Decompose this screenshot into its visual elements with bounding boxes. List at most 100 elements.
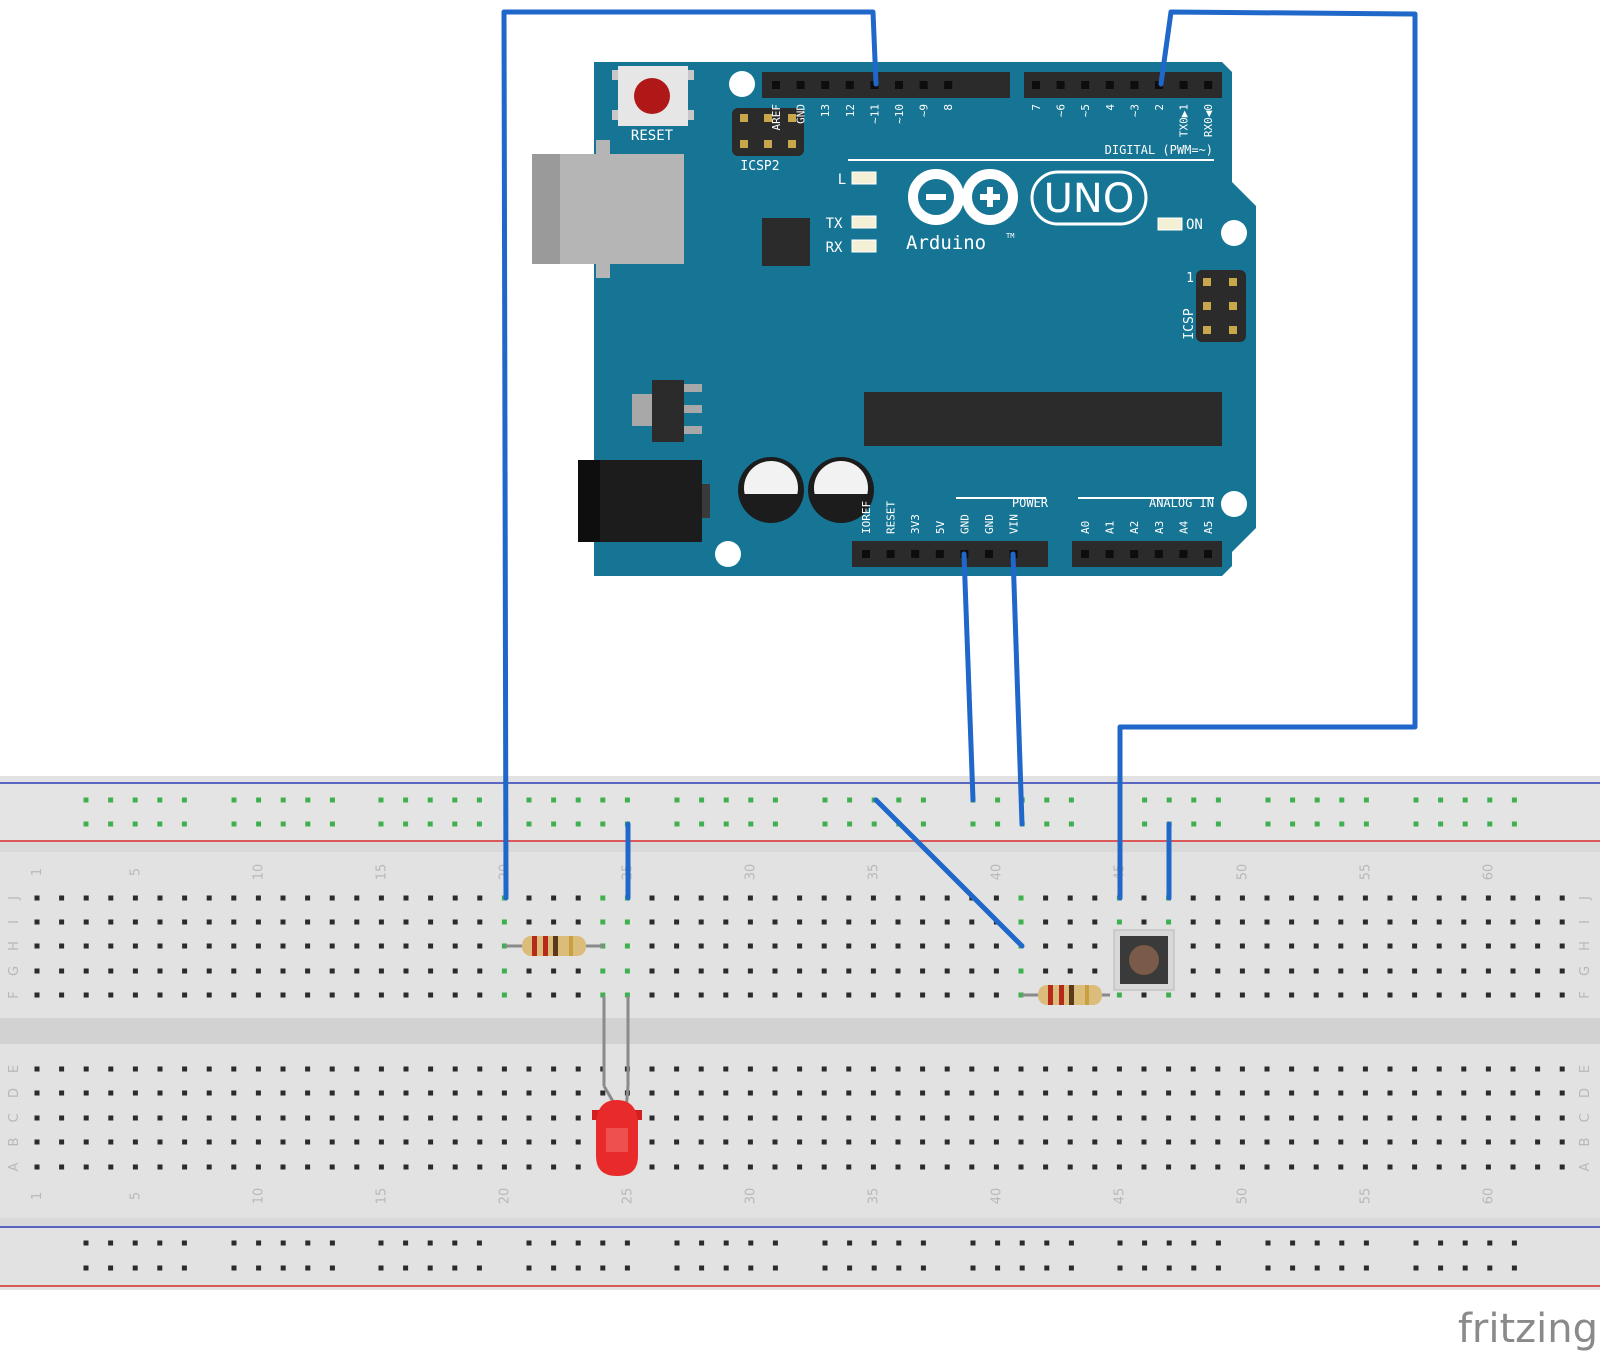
breadboard-hole [1116, 992, 1122, 998]
breadboard-hole [428, 1164, 434, 1170]
pin-label: IOREF [860, 501, 873, 534]
breadboard-hole [698, 895, 704, 901]
rail-hole [452, 1265, 458, 1271]
breadboard-hole [1043, 1164, 1049, 1170]
breadboard-hole [772, 919, 778, 925]
wire-gnd-to-rail[interactable] [1010, 551, 1025, 827]
wire-pin13-to-j20[interactable] [501, 9, 879, 901]
breadboard-hole [1166, 1164, 1172, 1170]
rail-hole [871, 1265, 877, 1271]
breadboard-hole [305, 1164, 311, 1170]
breadboard-hole [428, 1139, 434, 1145]
row-letter: F [7, 991, 22, 998]
rail-hole [181, 1240, 187, 1246]
rail-hole [132, 797, 138, 803]
breadboard-hole [305, 1139, 311, 1145]
pin-label: A4 [1177, 520, 1190, 534]
breadboard-hole [895, 968, 901, 974]
breadboard-hole [1190, 1164, 1196, 1170]
breadboard-hole [969, 992, 975, 998]
breadboard-hole [231, 1066, 237, 1072]
row-letter: E [7, 1065, 22, 1073]
pin-label: GND [795, 104, 808, 124]
reset-button[interactable] [612, 66, 694, 126]
breadboard-hole [649, 919, 655, 925]
breadboard-hole [624, 919, 630, 925]
breadboard-hole [944, 943, 950, 949]
breadboard-hole [206, 1164, 212, 1170]
header-pin [1105, 550, 1114, 558]
breadboard-hole [1510, 968, 1516, 974]
breadboard-hole [280, 1164, 286, 1170]
digital-label: DIGITAL (PWM=~) [1105, 143, 1213, 157]
breadboard-hole [1141, 1090, 1147, 1096]
rail-hole [551, 821, 557, 827]
breadboard-hole [403, 1090, 409, 1096]
breadboard-hole [132, 895, 138, 901]
breadboard-hole [157, 1066, 163, 1072]
breadboard-hole [34, 943, 40, 949]
breadboard-hole [920, 992, 926, 998]
rail-hole [896, 1240, 902, 1246]
rail-hole [1314, 1240, 1320, 1246]
resistor-2[interactable] [1022, 985, 1110, 1005]
rail-hole [575, 1240, 581, 1246]
breadboard-hole [403, 968, 409, 974]
breadboard-hole [920, 1066, 926, 1072]
breadboard-hole [1461, 1139, 1467, 1145]
mounting-hole [715, 541, 741, 567]
breadboard-hole [969, 1164, 975, 1170]
breadboard-hole [1559, 919, 1565, 925]
breadboard-hole [477, 1139, 483, 1145]
breadboard-hole [477, 1115, 483, 1121]
wire-5v-to-rail[interactable] [961, 551, 976, 803]
breadboard-hole [649, 895, 655, 901]
breadboard-hole [747, 895, 753, 901]
red-led[interactable] [592, 996, 642, 1176]
breadboard-hole [920, 1115, 926, 1121]
resistor-1[interactable] [505, 936, 604, 956]
rail-hole [822, 1265, 828, 1271]
rail-hole [699, 797, 705, 803]
header-pin [1130, 550, 1139, 558]
wire-pin2-to-j45[interactable] [1117, 9, 1418, 901]
wire-rail-to-g41[interactable] [873, 797, 1025, 949]
breadboard-hole [477, 1090, 483, 1096]
breadboard-hole [59, 1090, 65, 1096]
breadboard-hole [526, 919, 532, 925]
breadboard-hole [1018, 1066, 1024, 1072]
breadboard-hole [1535, 1090, 1541, 1096]
breadboard-hole [477, 895, 483, 901]
rail-hole [231, 1265, 237, 1271]
breadboard-hole [920, 895, 926, 901]
breadboard-hole [132, 1090, 138, 1096]
breadboard-hole [1215, 1139, 1221, 1145]
breadboard-hole [526, 992, 532, 998]
breadboard-hole [255, 968, 261, 974]
led-on [1157, 217, 1183, 231]
header-pin [919, 81, 928, 89]
breadboard-hole [305, 943, 311, 949]
rail-hole [871, 821, 877, 827]
breadboard-hole [403, 1164, 409, 1170]
breadboard-hole [83, 943, 89, 949]
breadboard-hole [452, 968, 458, 974]
breadboard-hole [231, 919, 237, 925]
breadboard-hole [1461, 1115, 1467, 1121]
pushbutton[interactable] [1113, 929, 1175, 991]
brand-name: Arduino [906, 232, 986, 254]
rail-hole [600, 1240, 606, 1246]
breadboard-hole [1436, 895, 1442, 901]
breadboard-hole [846, 992, 852, 998]
rail-hole [551, 1265, 557, 1271]
breadboard-hole [1485, 1090, 1491, 1096]
breadboard-hole [944, 1066, 950, 1072]
breadboard-hole [1485, 1115, 1491, 1121]
column-number: 5 [128, 1192, 143, 1200]
wires [501, 9, 1418, 949]
breadboard-hole [870, 895, 876, 901]
breadboard-hole [206, 968, 212, 974]
rail-hole [1117, 1265, 1123, 1271]
rail-hole [920, 797, 926, 803]
breadboard-hole [206, 1066, 212, 1072]
